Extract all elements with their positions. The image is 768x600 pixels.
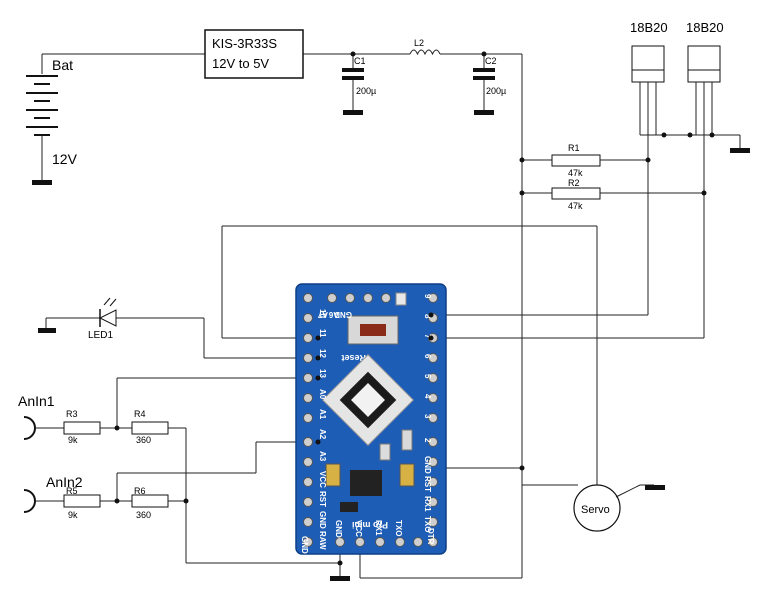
- svg-text:TXO: TXO: [423, 516, 432, 532]
- regulator-box: [204, 29, 304, 79]
- svg-text:4: 4: [423, 394, 432, 399]
- svg-text:GND: GND: [423, 456, 432, 474]
- c2-value: 200µ: [486, 86, 506, 96]
- svg-text:10: 10: [318, 309, 327, 318]
- capacitor-c2: [473, 51, 495, 115]
- regulator-name: KIS-3R33S: [212, 36, 277, 51]
- inductor-l2: [409, 49, 441, 56]
- resistor-r5: [35, 494, 132, 508]
- servo: [522, 484, 665, 532]
- r1-value: 47k: [568, 168, 583, 178]
- sensor-bus-wires: [640, 132, 750, 338]
- svg-text:6: 6: [423, 354, 432, 359]
- battery-ground-icon: [32, 180, 52, 185]
- r5-value: 9k: [68, 510, 78, 520]
- c2-label: C2: [485, 56, 497, 66]
- svg-text:RST: RST: [318, 491, 327, 507]
- svg-text:RX1: RX1: [374, 520, 383, 536]
- svg-text:A3: A3: [318, 451, 327, 462]
- svg-text:TXO: TXO: [394, 520, 403, 536]
- pin-junction-dots: [315, 312, 434, 445]
- svg-text:8: 8: [423, 314, 432, 319]
- r6-value: 360: [136, 510, 151, 520]
- svg-text:3: 3: [423, 414, 432, 419]
- pin-labels-bottom: GND GND VCC RX1 TXO DTR: [300, 520, 435, 554]
- resistor-r6: [131, 494, 189, 508]
- r3-label: R3: [66, 409, 78, 419]
- reset-label: Reset: [341, 353, 366, 363]
- anin1-connector-icon: [23, 416, 36, 440]
- svg-text:GND: GND: [318, 511, 327, 529]
- led1: [98, 297, 117, 327]
- servo-label: Servo: [581, 504, 610, 516]
- svg-text:A0: A0: [318, 389, 327, 400]
- anin1-label: AnIn1: [18, 393, 55, 409]
- svg-text:A1: A1: [318, 409, 327, 420]
- battery-voltage-label: 12V: [52, 151, 78, 167]
- servo-ground-icon: [645, 485, 665, 490]
- battery: [26, 75, 58, 185]
- svg-text:RX1: RX1: [423, 496, 432, 512]
- anin2-label: AnIn2: [46, 474, 83, 490]
- r4-label: R4: [134, 409, 146, 419]
- svg-text:5: 5: [423, 374, 432, 379]
- svg-text:9: 9: [423, 294, 432, 299]
- r4-value: 360: [136, 435, 151, 445]
- sensor-18b20-1: [631, 45, 665, 135]
- battery-label: Bat: [52, 57, 73, 73]
- sensor1-label: 18B20: [630, 20, 668, 35]
- capacitor-c1: [342, 51, 364, 115]
- pin-labels-top: GND A6 A7: [317, 310, 352, 319]
- svg-text:GND: GND: [300, 536, 309, 554]
- r2-label: R2: [568, 178, 580, 188]
- svg-text:GND: GND: [334, 520, 343, 538]
- r6-label: R6: [134, 486, 146, 496]
- svg-text:A2: A2: [318, 429, 327, 440]
- top-header-pads: [327, 293, 391, 303]
- svg-text:11: 11: [318, 329, 327, 338]
- svg-text:7: 7: [423, 334, 432, 339]
- bottom-header-pads: [335, 537, 423, 547]
- resistor-r4: [131, 421, 187, 563]
- svg-text:VCC: VCC: [354, 520, 363, 537]
- regulator-description: 12V to 5V: [212, 56, 269, 71]
- svg-text:GND: GND: [334, 310, 352, 319]
- resistor-r1: [519, 154, 651, 167]
- anin2-connector-icon: [23, 489, 36, 513]
- sensor2-label: 18B20: [686, 20, 724, 35]
- r2-value: 47k: [568, 201, 583, 211]
- svg-text:DTR: DTR: [426, 528, 435, 545]
- microcontroller-chip: [322, 354, 414, 446]
- board-ground-icon: [330, 576, 350, 581]
- pin-labels-left: 10 11 12 13 A0 A1 A2 A3 VCC RST GND RAW: [318, 309, 327, 550]
- svg-text:13: 13: [318, 369, 327, 378]
- r5-label: R5: [66, 486, 78, 496]
- led-label: LED1: [88, 330, 113, 341]
- resistor-r3: [35, 421, 132, 435]
- r1-label: R1: [568, 143, 580, 153]
- left-header-pads: [303, 293, 313, 547]
- pin-labels-right: 9 8 7 6 5 4 3 2 GND RST RX1 TXO: [423, 294, 432, 532]
- c1-value: 200µ: [356, 86, 376, 96]
- arduino-pro-mini-board: Reset GND A6 A7 10 11 12 13 A0 A1 A: [295, 283, 447, 555]
- svg-text:2: 2: [423, 438, 432, 443]
- svg-text:VCC: VCC: [318, 471, 327, 488]
- l2-label: L2: [414, 38, 424, 48]
- svg-text:RAW: RAW: [318, 531, 327, 550]
- svg-text:A6: A6: [328, 310, 339, 319]
- svg-text:A7: A7: [317, 310, 328, 319]
- c1-label: C1: [354, 56, 366, 66]
- sensor-ground-icon: [730, 148, 750, 153]
- led-ground-icon: [38, 328, 56, 333]
- svg-text:12: 12: [318, 349, 327, 358]
- svg-text:RST: RST: [423, 476, 432, 492]
- r3-value: 9k: [68, 435, 78, 445]
- sensor-18b20-2: [687, 45, 721, 135]
- board-model-label: Pro mini: [352, 520, 388, 530]
- resistor-r2: [519, 187, 707, 200]
